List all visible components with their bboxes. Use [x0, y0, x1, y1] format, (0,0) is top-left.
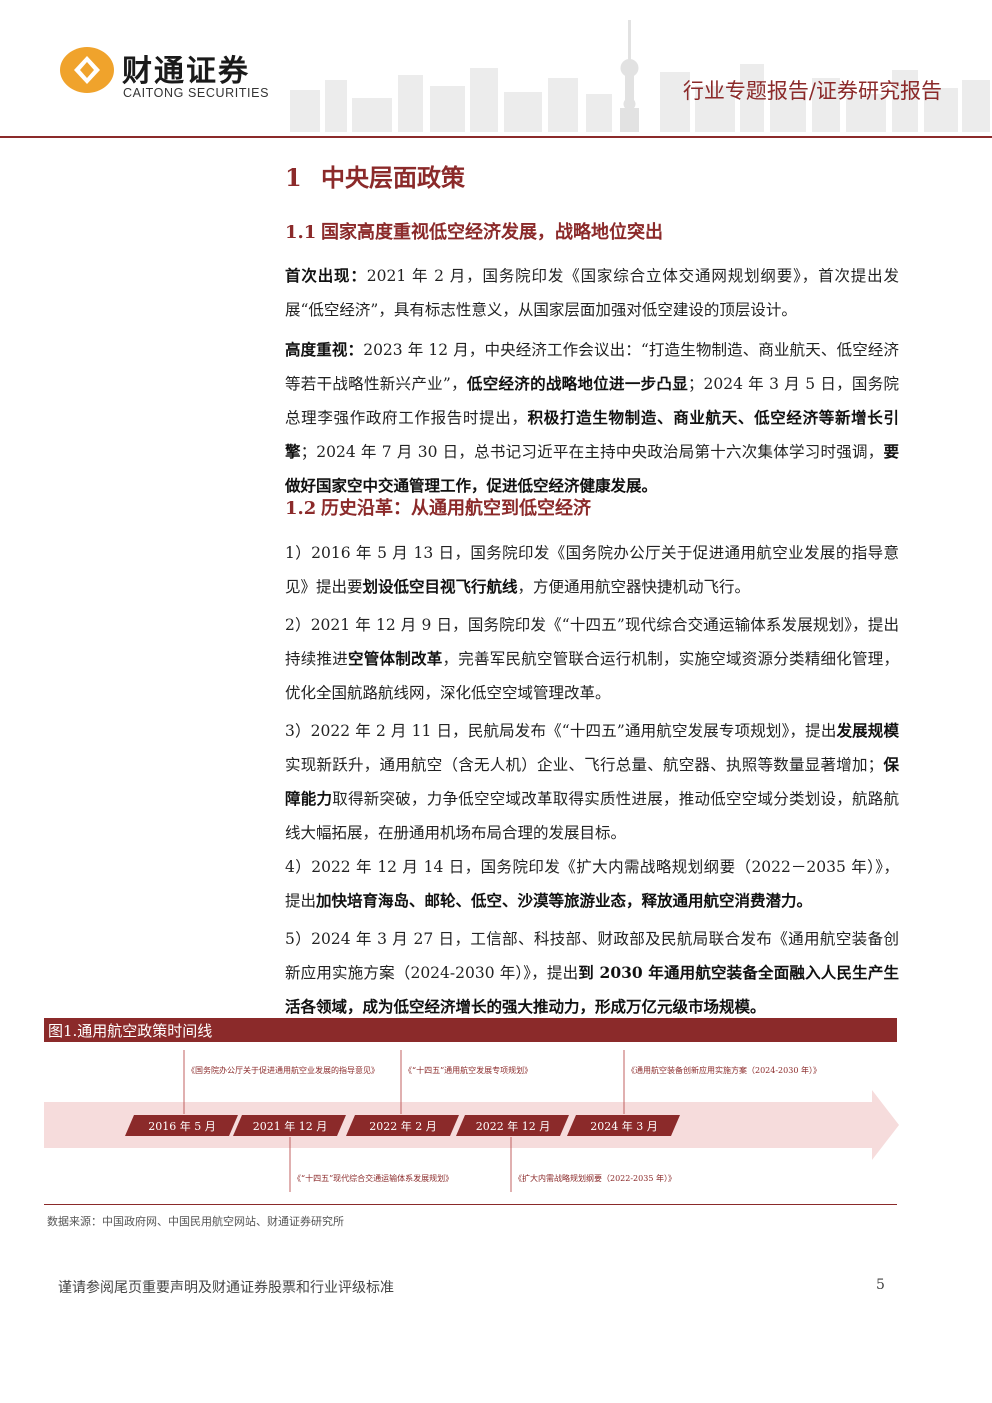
timeline-policy-label: 《扩大内需战略规划纲要（2022-2035 年）》 — [514, 1173, 676, 1183]
caitong-logo-icon — [60, 47, 114, 93]
bold-run: 加快培育海岛、邮轮、低空、沙漠等旅游业态，释放通用航空消费潜力。 — [316, 891, 813, 910]
paragraph-first-appearance: 首次出现：2021 年 2 月，国务院印发《国家综合立体交通网规划纲要》，首次提… — [285, 259, 899, 327]
text-run: 5）2024 年 3 月 27 日，工信部、科技部、财政部及民航局联合发布《通用… — [285, 930, 899, 982]
paragraph-high-attention: 高度重视：2023 年 12 月，中央经济工作会议出：“打造生物制造、商业航天、… — [285, 333, 899, 503]
text-run: ，方便通用航空器快捷机动飞行。 — [517, 578, 751, 596]
timeline-date-label: 2022 年 2 月 — [369, 1119, 436, 1133]
bold-run: 发展规模 — [836, 721, 899, 740]
subsection-number: 1.2 — [285, 498, 317, 519]
figure-title: 图1.通用航空政策时间线 — [48, 1022, 213, 1040]
text-run: ；2024 年 7 月 30 日，总书记习近平在主持中央政治局第十六次集体学习时… — [300, 443, 884, 461]
timeline-date-label: 2024 年 3 月 — [590, 1119, 657, 1133]
timeline-date-tag — [346, 1115, 459, 1136]
timeline-date-label: 2016 年 5 月 — [148, 1119, 215, 1133]
subsection-title: 国家高度重视低空经济发展，战略地位突出 — [321, 222, 663, 243]
header-divider — [0, 136, 992, 138]
bold-run: 首次出现： — [285, 266, 367, 285]
timeline-date-label: 2021 年 12 月 — [253, 1119, 327, 1133]
timeline-policy-label: 《“十四五”通用航空发展专项规划》 — [404, 1065, 532, 1075]
figure-bottom-rule — [44, 1204, 897, 1205]
bold-run: 到 2030 年通用航空装备全面融入人民生产生活各领域，成为低空经济增长的强大推… — [285, 963, 900, 1016]
history-item-1: 1）2016 年 5 月 13 日，国务院印发《国务院办公厅关于促进通用航空业发… — [285, 536, 899, 604]
footer-disclaimer: 谨请参阅尾页重要声明及财通证券股票和行业评级标准 — [58, 1280, 394, 1296]
page-number: 5 — [876, 1277, 885, 1293]
data-source-note: 数据来源：中国政府网、中国民用航空网站、财通证券研究所 — [47, 1215, 344, 1228]
text-run: 4）2022 年 12 月 14 日，国务院印发《扩大内需战略规划纲要（2022… — [285, 858, 899, 910]
text-run: 2023 年 12 月，中央经济工作会议出：“打造生物制造、商业航天、低空经济等… — [285, 341, 899, 393]
history-item-5: 5）2024 年 3 月 27 日，工信部、科技部、财政部及民航局联合发布《通用… — [285, 922, 899, 1024]
text-run: 3）2022 年 2 月 11 日，民航局发布《“十四五”通用航空发展专项规划》… — [285, 722, 837, 740]
text-run: 取得新突破，力争低空空域改革取得实质性进展，推动低空空域分类划设，航路航线大幅拓… — [285, 790, 899, 842]
timeline-date-label: 2022 年 12 月 — [476, 1119, 550, 1133]
history-item-2: 2）2021 年 12 月 9 日，国务院印发《“十四五”现代综合交通运输体系发… — [285, 608, 899, 710]
figure-title-bar: 图1.通用航空政策时间线 — [44, 1018, 897, 1042]
page-header: 财通证券 CAITONG SECURITIES 行业专题报告/证券研究报告 — [0, 0, 992, 140]
bold-run: 高度重视： — [285, 340, 364, 359]
timeline-date-tag — [233, 1115, 346, 1136]
subsection-title: 历史沿革：从通用航空到低空经济 — [321, 498, 591, 519]
history-item-3: 3）2022 年 2 月 11 日，民航局发布《“十四五”通用航空发展专项规划》… — [285, 714, 899, 850]
section-number: 1 — [285, 163, 302, 192]
text-run: 2021 年 2 月，国务院印发《国家综合立体交通网规划纲要》，首次提出发展“低… — [285, 267, 899, 319]
text-run: 1）2016 年 5 月 13 日，国务院印发《国务院办公厅关于促进通用航空业发… — [285, 544, 899, 596]
report-type-label: 行业专题报告/证券研究报告 — [682, 79, 942, 103]
bold-run: 积极打造生物制造、商业航天、低空经济等新增长引擎 — [285, 408, 899, 461]
bold-run: 要做好国家空中交通管理工作，促进低空经济健康发展。 — [285, 442, 899, 495]
city-skyline-graphic — [290, 20, 990, 132]
bold-run: 保障能力 — [285, 755, 899, 808]
history-item-4: 4）2022 年 12 月 14 日，国务院印发《扩大内需战略规划纲要（2022… — [285, 850, 899, 918]
timeline-date-tag — [567, 1115, 680, 1136]
bold-run: 空管体制改革 — [348, 649, 443, 668]
bold-run: 划设低空目视飞行航线 — [362, 577, 518, 596]
bold-run: 低空经济的战略地位进一步凸显 — [466, 374, 688, 393]
text-run: ，完善军民航空管联合运行机制，实施空域资源分类精细化管理，优化全国航路航线网，深… — [285, 650, 899, 702]
text-run: 2）2021 年 12 月 9 日，国务院印发《“十四五”现代综合交通运输体系发… — [285, 616, 899, 668]
timeline-date-tag — [456, 1115, 569, 1136]
subsection-number: 1.1 — [285, 222, 317, 243]
timeline-policy-label: 《“十四五”现代综合交通运输体系发展规划》 — [293, 1173, 453, 1183]
logo-chinese-name: 财通证券 — [122, 54, 250, 89]
policy-timeline-diagram: 2016 年 5 月 2021 年 12 月 2022 年 2 月 2022 年 12… — [44, 1050, 899, 1192]
section-title: 中央层面政策 — [321, 163, 465, 192]
timeline-policy-label: 《通用航空装备创新应用实施方案（2024-2030 年）》 — [627, 1065, 821, 1075]
section-heading: 1 中央层面政策 — [285, 158, 465, 193]
text-run: 实现新跃升，通用航空（含无人机）企业、飞行总量、航空器、执照等数量显著增加； — [285, 756, 884, 774]
timeline-date-tag — [125, 1115, 238, 1136]
logo-english-name: CAITONG SECURITIES — [123, 86, 270, 100]
text-run: ；2024 年 3 月 5 日，国务院总理李强作政府工作报告时提出， — [285, 375, 899, 427]
timeline-policy-label: 《国务院办公厅关于促进通用航空业发展的指导意见》 — [187, 1065, 379, 1075]
